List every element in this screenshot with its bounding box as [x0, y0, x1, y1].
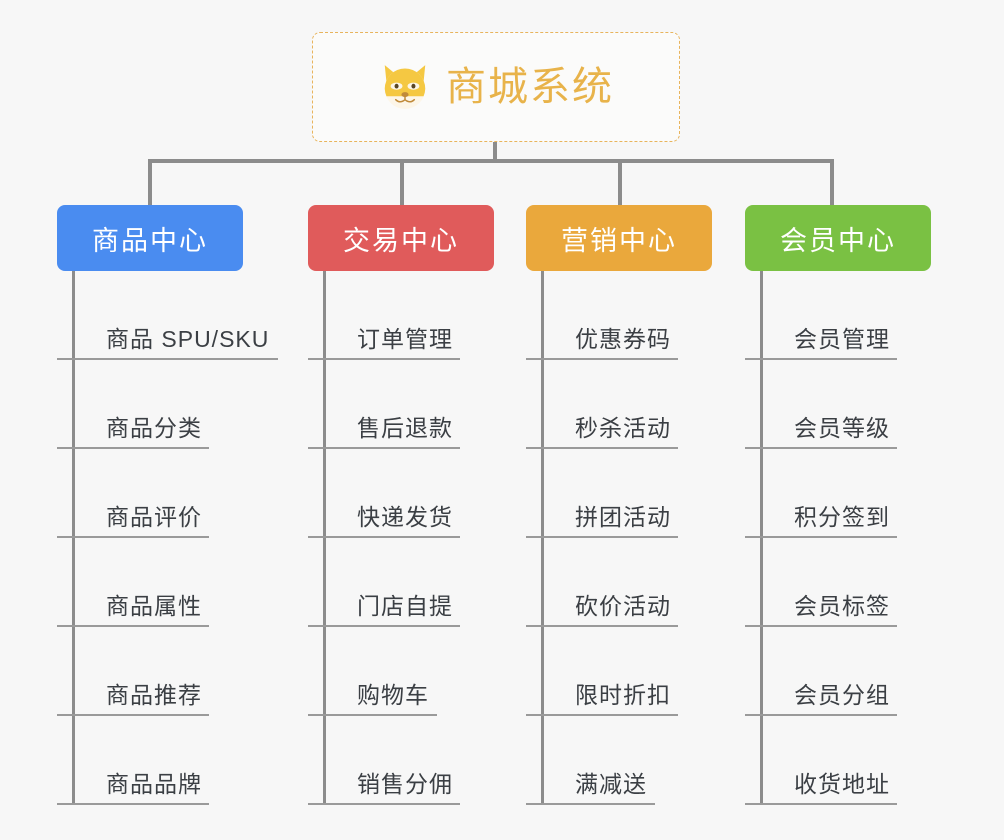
connector-horizontal-bus [148, 159, 834, 163]
connector-drop-1 [148, 159, 152, 207]
list-item[interactable]: 砍价活动 [526, 538, 712, 627]
column-spine-2 [323, 271, 326, 805]
connector-drop-3 [618, 159, 622, 207]
list-item-label: 秒杀活动 [575, 415, 671, 441]
list-item-label: 商品属性 [106, 593, 202, 619]
leaf-list-4: 会员管理 会员等级 积分签到 会员标签 会员分组 收货地址 [745, 271, 931, 805]
list-item-label: 收货地址 [794, 771, 890, 797]
branch-column-3: 营销中心 优惠券码 秒杀活动 拼团活动 砍价活动 限时折扣 [526, 205, 712, 805]
list-item[interactable]: 销售分佣 [308, 716, 494, 805]
category-header-1-label: 商品中心 [92, 225, 208, 256]
list-item-label: 积分签到 [794, 504, 890, 530]
list-item-label: 快递发货 [357, 504, 453, 530]
branch-column-2: 交易中心 订单管理 售后退款 快递发货 门店自提 购物车 [308, 205, 494, 805]
list-item[interactable]: 会员等级 [745, 360, 931, 449]
list-item[interactable]: 商品品牌 [57, 716, 243, 805]
list-item[interactable]: 门店自提 [308, 538, 494, 627]
list-item-label: 砍价活动 [575, 593, 671, 619]
shiba-dog-face-icon [384, 65, 426, 109]
list-item-label: 拼团活动 [575, 504, 671, 530]
list-item[interactable]: 商品推荐 [57, 627, 243, 716]
list-item[interactable]: 满减送 [526, 716, 712, 805]
connector-drop-2 [400, 159, 404, 207]
connector-root-stem [493, 142, 497, 162]
root-node[interactable]: 商城系统 [312, 32, 680, 142]
list-item[interactable]: 收货地址 [745, 716, 931, 805]
list-item[interactable]: 商品属性 [57, 538, 243, 627]
list-item-label: 门店自提 [357, 593, 453, 619]
list-item-label: 商品分类 [106, 415, 202, 441]
leaf-list-3: 优惠券码 秒杀活动 拼团活动 砍价活动 限时折扣 满减送 [526, 271, 712, 805]
column-spine-4 [760, 271, 763, 805]
list-item-label: 会员分组 [794, 682, 890, 708]
column-spine-3 [541, 271, 544, 805]
list-item[interactable]: 商品分类 [57, 360, 243, 449]
branch-column-1: 商品中心 商品 SPU/SKU 商品分类 商品评价 商品属性 商品推荐 [57, 205, 278, 805]
list-item[interactable]: 售后退款 [308, 360, 494, 449]
list-item[interactable]: 拼团活动 [526, 449, 712, 538]
list-item[interactable]: 会员管理 [745, 271, 931, 360]
list-item-label: 满减送 [575, 771, 647, 797]
list-item-label: 商品评价 [106, 504, 202, 530]
list-item-label: 会员管理 [794, 326, 890, 352]
list-item-label: 会员等级 [794, 415, 890, 441]
category-header-3[interactable]: 营销中心 [526, 205, 712, 271]
category-header-1[interactable]: 商品中心 [57, 205, 243, 271]
column-spine-1 [72, 271, 75, 805]
list-item[interactable]: 购物车 [308, 627, 494, 716]
list-item[interactable]: 订单管理 [308, 271, 494, 360]
list-item-label: 商品 SPU/SKU [106, 326, 270, 352]
list-item[interactable]: 优惠券码 [526, 271, 712, 360]
connector-drop-4 [830, 159, 834, 207]
list-item[interactable]: 会员分组 [745, 627, 931, 716]
list-item[interactable]: 限时折扣 [526, 627, 712, 716]
category-header-4[interactable]: 会员中心 [745, 205, 931, 271]
list-item[interactable]: 商品 SPU/SKU [57, 271, 278, 360]
category-header-4-label: 会员中心 [780, 225, 896, 256]
list-item[interactable]: 商品评价 [57, 449, 243, 538]
leaf-list-1: 商品 SPU/SKU 商品分类 商品评价 商品属性 商品推荐 商品品牌 [57, 271, 278, 805]
list-item-label: 商品品牌 [106, 771, 202, 797]
list-item-label: 订单管理 [357, 326, 453, 352]
category-header-2-label: 交易中心 [343, 225, 459, 256]
list-item[interactable]: 快递发货 [308, 449, 494, 538]
list-item[interactable]: 会员标签 [745, 538, 931, 627]
list-item-label: 商品推荐 [106, 682, 202, 708]
list-item-label: 限时折扣 [575, 682, 671, 708]
list-item[interactable]: 秒杀活动 [526, 360, 712, 449]
category-header-3-label: 营销中心 [561, 225, 677, 256]
list-item-label: 优惠券码 [575, 326, 671, 352]
category-header-2[interactable]: 交易中心 [308, 205, 494, 271]
list-item-label: 会员标签 [794, 593, 890, 619]
branch-column-4: 会员中心 会员管理 会员等级 积分签到 会员标签 会员分组 [745, 205, 931, 805]
root-node-label: 商城系统 [446, 65, 614, 109]
leaf-list-2: 订单管理 售后退款 快递发货 门店自提 购物车 销售分佣 [308, 271, 494, 805]
list-item[interactable]: 积分签到 [745, 449, 931, 538]
list-item-label: 售后退款 [357, 415, 453, 441]
list-item-label: 购物车 [357, 682, 429, 708]
list-item-label: 销售分佣 [357, 771, 453, 797]
